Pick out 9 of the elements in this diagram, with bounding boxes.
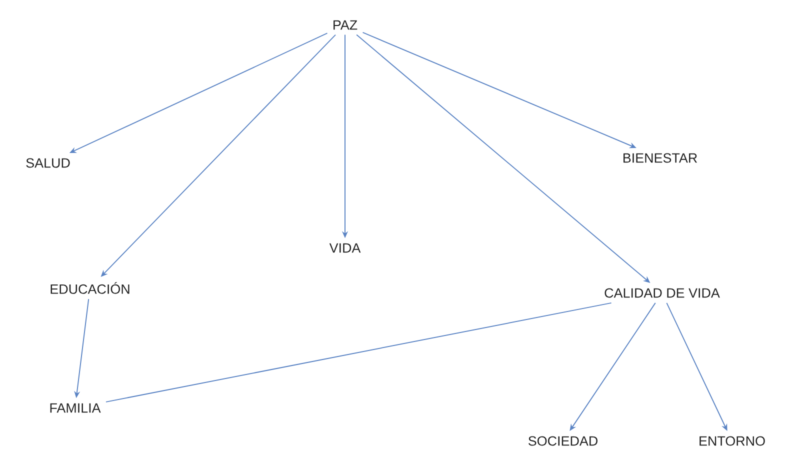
node-label: PAZ xyxy=(334,20,358,30)
node-label: VIDA xyxy=(329,243,361,253)
node-label: SOCIEDAD xyxy=(528,436,598,446)
node-label: ENTORNO xyxy=(700,436,765,446)
node-label: BIENESTAR xyxy=(624,153,697,163)
node-label: EDUCACIÓN xyxy=(50,282,130,294)
node-label: SALUD xyxy=(26,158,70,168)
node-label: CALIDAD DE VIDA xyxy=(604,288,720,298)
node-label: FAMILIA xyxy=(50,403,101,413)
